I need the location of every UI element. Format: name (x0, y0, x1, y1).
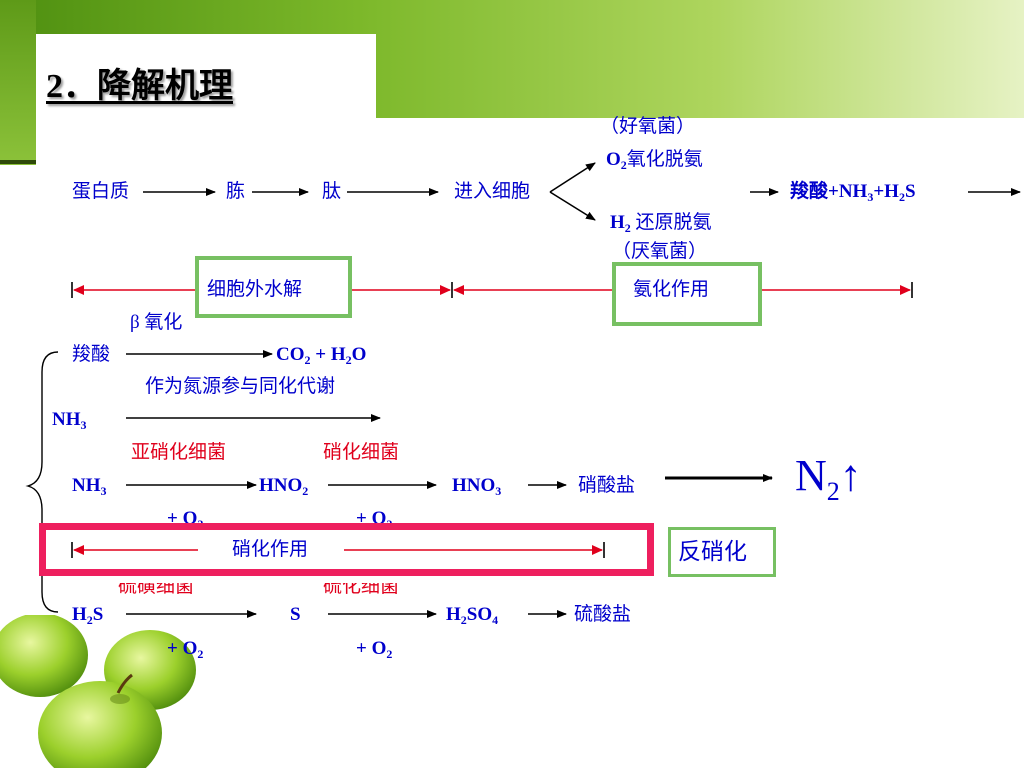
side-decorative-band (0, 0, 36, 165)
nitrification-box (39, 523, 654, 576)
carboxylic-acid-label: 羧酸 (72, 344, 111, 365)
ammonification-box (612, 262, 762, 326)
sulfur-label: S (290, 604, 301, 625)
slide-title: 2．降解机理 (46, 68, 233, 105)
peptone-label: 胨 (226, 181, 246, 202)
plus-o2-c: + O2 (167, 638, 204, 661)
sulfur-oxidizing-bacteria-label: 硫化细菌 (323, 576, 400, 597)
peptide-label: 肽 (322, 181, 342, 202)
co2-h2o-product: CO2 + H2O (276, 344, 367, 367)
oxidative-deamination: O2氧化脱氨 (606, 149, 703, 172)
reductive-deamination: H2 还原脱氨 (610, 212, 712, 235)
denitrification-box (668, 527, 776, 577)
hno2-label: HNO2 (259, 475, 309, 498)
anaerobic-label: （厌氧菌） (612, 241, 708, 262)
nitrate-salt-label: 硝酸盐 (578, 475, 636, 496)
nh3-assimilation: NH3 (52, 409, 87, 432)
beta-oxidation-label: β 氧化 (130, 312, 183, 333)
nitrogen-source-label: 作为氮源参与同化代谢 (145, 376, 336, 397)
extracellular-hydrolysis-box (195, 256, 352, 318)
sulfate-salt-label: 硫酸盐 (574, 604, 632, 625)
nh3-nitrification: NH3 (72, 475, 107, 498)
ammonification-label: 氨化作用 (633, 279, 710, 300)
h2so4-label: H2SO4 (446, 604, 499, 627)
denitrification-label: 反硝化 (678, 539, 747, 564)
hno3-label: HNO3 (452, 475, 502, 498)
nitrite-bacteria-label: 亚硝化细菌 (131, 442, 227, 463)
title-background (36, 34, 376, 124)
deamination-product: 羧酸+NH3+H2S (790, 181, 916, 204)
extracellular-hydrolysis-label: 细胞外水解 (207, 279, 303, 300)
sulfur-bacteria-label: 硫磺细菌 (118, 576, 195, 597)
decorative-divider (0, 160, 36, 164)
plus-o2-d: + O2 (356, 638, 393, 661)
enter-cell-label: 进入细胞 (454, 181, 531, 202)
h2s-label: H2S (72, 604, 104, 627)
apple-decoration (0, 615, 196, 768)
nitrate-bacteria-label: 硝化细菌 (323, 442, 400, 463)
protein-label: 蛋白质 (72, 181, 130, 202)
n2-gas-label: N2↑ (795, 451, 862, 507)
nitrification-label: 硝化作用 (232, 539, 309, 560)
aerobic-label: （好氧菌） (600, 116, 696, 137)
